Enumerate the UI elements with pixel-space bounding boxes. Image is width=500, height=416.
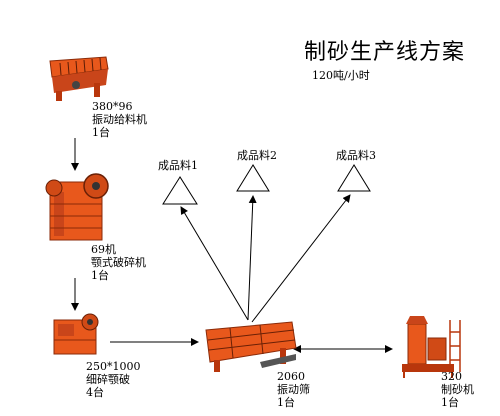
screen-label: 2060 振动筛 1台 [277, 370, 310, 409]
jaw-crusher-qty: 1台 [91, 269, 109, 282]
fine-jaw-name: 细碎颚破 [86, 373, 130, 386]
sand-maker-icon [402, 316, 461, 378]
product-label-3: 成品料3 [336, 149, 376, 162]
fine-jaw-model: 250*1000 [86, 360, 141, 373]
capacity-subtitle: 120吨/小时 [312, 69, 370, 82]
arrow-screen-to-product2 [247, 195, 257, 321]
page-title: 制砂生产线方案 [304, 40, 466, 65]
feeder-qty: 1台 [92, 126, 110, 139]
sand-maker-name: 制砂机 [441, 383, 474, 396]
product-pile-3-icon [337, 164, 371, 192]
fine-jaw-crusher-icon [53, 313, 99, 355]
jaw-crusher-icon [45, 173, 109, 241]
arrow-screen-to-product3 [251, 194, 351, 323]
feeder-name: 振动给料机 [92, 113, 147, 126]
vibrating-feeder-icon [49, 56, 109, 101]
product-label-1: 成品料1 [158, 159, 198, 172]
fine-jaw-qty: 4台 [86, 386, 104, 399]
feeder-model: 380*96 [92, 100, 133, 113]
jaw-crusher-name: 颚式破碎机 [91, 256, 146, 269]
sand-maker-label: 320 制砂机 1台 [441, 370, 474, 409]
sand-maker-qty: 1台 [441, 396, 459, 409]
product-label-2: 成品料2 [237, 149, 277, 162]
feeder-label: 380*96 振动给料机 1台 [92, 100, 147, 139]
product-pile-1-icon [162, 176, 198, 205]
screen-name: 振动筛 [277, 383, 310, 396]
screen-model: 2060 [277, 370, 305, 383]
fine-jaw-label: 250*1000 细碎颚破 4台 [86, 360, 141, 399]
arrow-screen-to-product1 [180, 206, 249, 321]
screen-qty: 1台 [277, 396, 295, 409]
jaw-crusher-model: 69机 [91, 243, 116, 256]
sand-maker-model: 320 [441, 370, 462, 383]
jaw-crusher-label: 69机 颚式破碎机 1台 [91, 243, 146, 282]
vibrating-screen-icon [205, 321, 297, 372]
product-pile-2-icon [236, 164, 270, 192]
